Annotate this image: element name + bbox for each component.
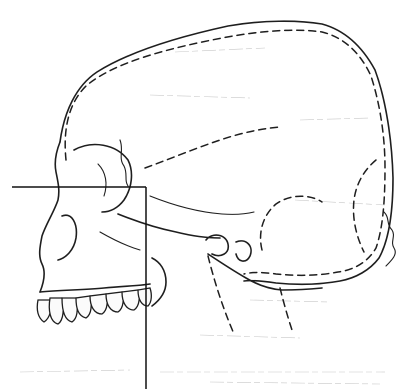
tooth (62, 298, 77, 322)
coronal-suture (120, 140, 128, 186)
nasal-aperture (58, 215, 76, 260)
cranial-base-dashed-line (145, 127, 280, 168)
tooth (90, 294, 107, 314)
cranium-outline (60, 21, 393, 284)
mastoid-process (236, 241, 251, 261)
temporal-line (150, 196, 254, 214)
temporal-dashed-curve (261, 196, 322, 250)
tooth (49, 298, 63, 324)
facial-profile (40, 142, 60, 292)
mandible-ramus (152, 258, 166, 306)
zygomatic-arch (118, 214, 220, 238)
zygomatic-lower-edge (100, 232, 140, 250)
orbit-outline (74, 145, 131, 212)
tooth (76, 296, 91, 318)
tooth (106, 292, 123, 312)
paper-bleed-through (20, 48, 385, 384)
tooth (138, 288, 151, 306)
orbit-inner-curve (98, 164, 106, 196)
tooth (122, 290, 139, 310)
right-descending-dashed-line (280, 288, 292, 330)
teeth-row (37, 288, 151, 324)
occipital-dashed-curve (353, 160, 376, 252)
